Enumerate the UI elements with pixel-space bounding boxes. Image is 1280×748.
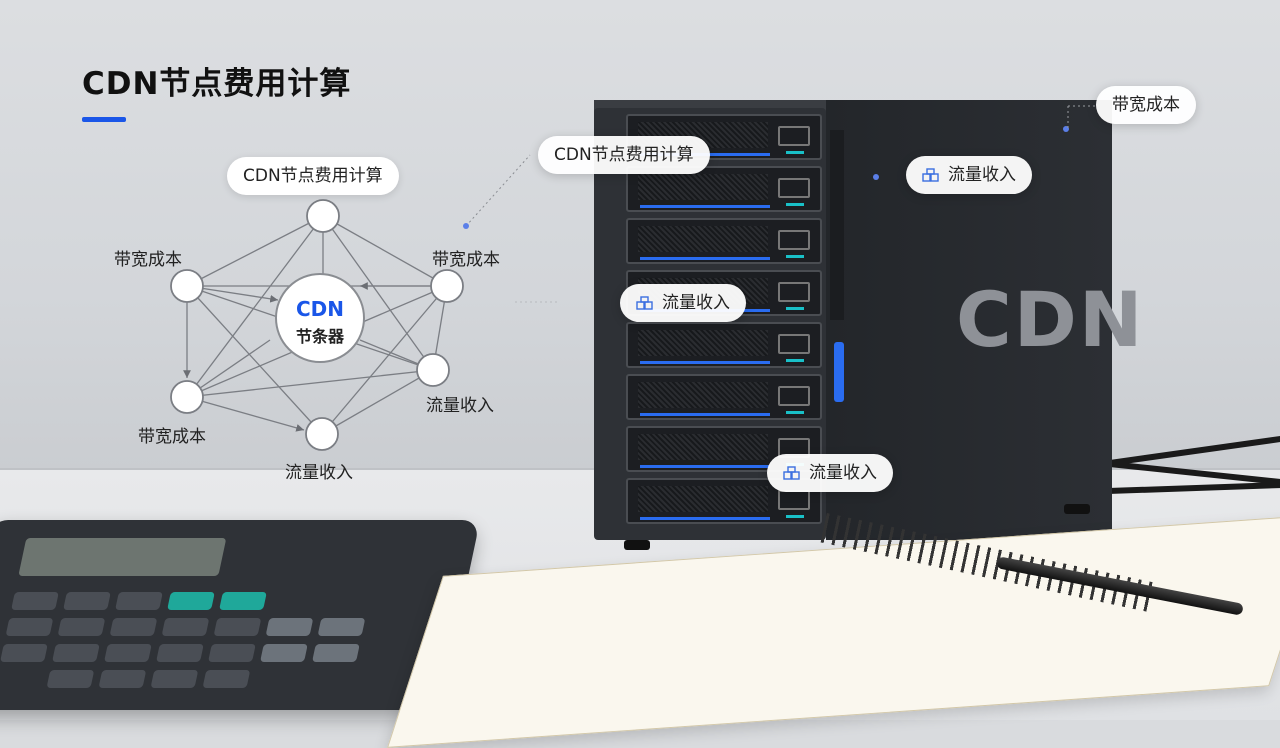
drive-bay (626, 426, 822, 472)
network-diagram: CDN 节条器 (170, 154, 560, 451)
layers-icon (636, 296, 653, 310)
diagram-node (170, 380, 204, 414)
drive-bay (626, 166, 822, 212)
bandwidth-cost-tag: 带宽成本 (1096, 86, 1196, 124)
tag-leader-line (1067, 105, 1098, 128)
server-logo: CDN (956, 275, 1145, 364)
server-foot (1064, 504, 1090, 514)
tag-label: 流量收入 (948, 165, 1016, 185)
drive-bay (626, 218, 822, 264)
traffic-revenue-tag: 流量收入 (906, 156, 1032, 194)
diagram-node (430, 269, 464, 303)
diagram-node (306, 199, 340, 233)
diagram-node (305, 417, 339, 451)
node-label-right-lower: 流量收入 (426, 396, 494, 416)
traffic-revenue-tag: 流量收入 (767, 454, 893, 492)
drive-bay (626, 322, 822, 368)
title-accent-bar (82, 117, 126, 122)
layers-icon (922, 168, 939, 182)
center-node-title: CDN (296, 297, 344, 321)
center-node-subtitle: 节条器 (296, 327, 345, 346)
page-title: CDN节点费用计算 (82, 66, 352, 102)
status-light-strip (830, 130, 844, 320)
tag-anchor-dot (873, 174, 879, 180)
diagram-node (416, 353, 450, 387)
tag-anchor-dot (1063, 126, 1069, 132)
center-node (275, 273, 365, 363)
calculator-screen (18, 538, 227, 576)
tag-label: 流量收入 (662, 293, 730, 313)
power-indicator (834, 342, 844, 402)
node-label-bottom: 流量收入 (285, 463, 353, 483)
diagram-top-label: CDN节点费用计算 (227, 157, 399, 195)
node-label-right-upper: 带宽成本 (432, 250, 500, 270)
node-label-left-lower: 带宽成本 (138, 427, 206, 447)
tag-label: 流量收入 (809, 463, 877, 483)
server-foot (624, 540, 650, 550)
drive-bay (626, 374, 822, 420)
drive-bay (626, 478, 822, 524)
layers-icon (783, 466, 800, 480)
node-label-left-upper: 带宽成本 (114, 250, 182, 270)
server-title-tag: CDN节点费用计算 (538, 136, 710, 174)
traffic-revenue-tag: 流量收入 (620, 284, 746, 322)
diagram-node (170, 269, 204, 303)
